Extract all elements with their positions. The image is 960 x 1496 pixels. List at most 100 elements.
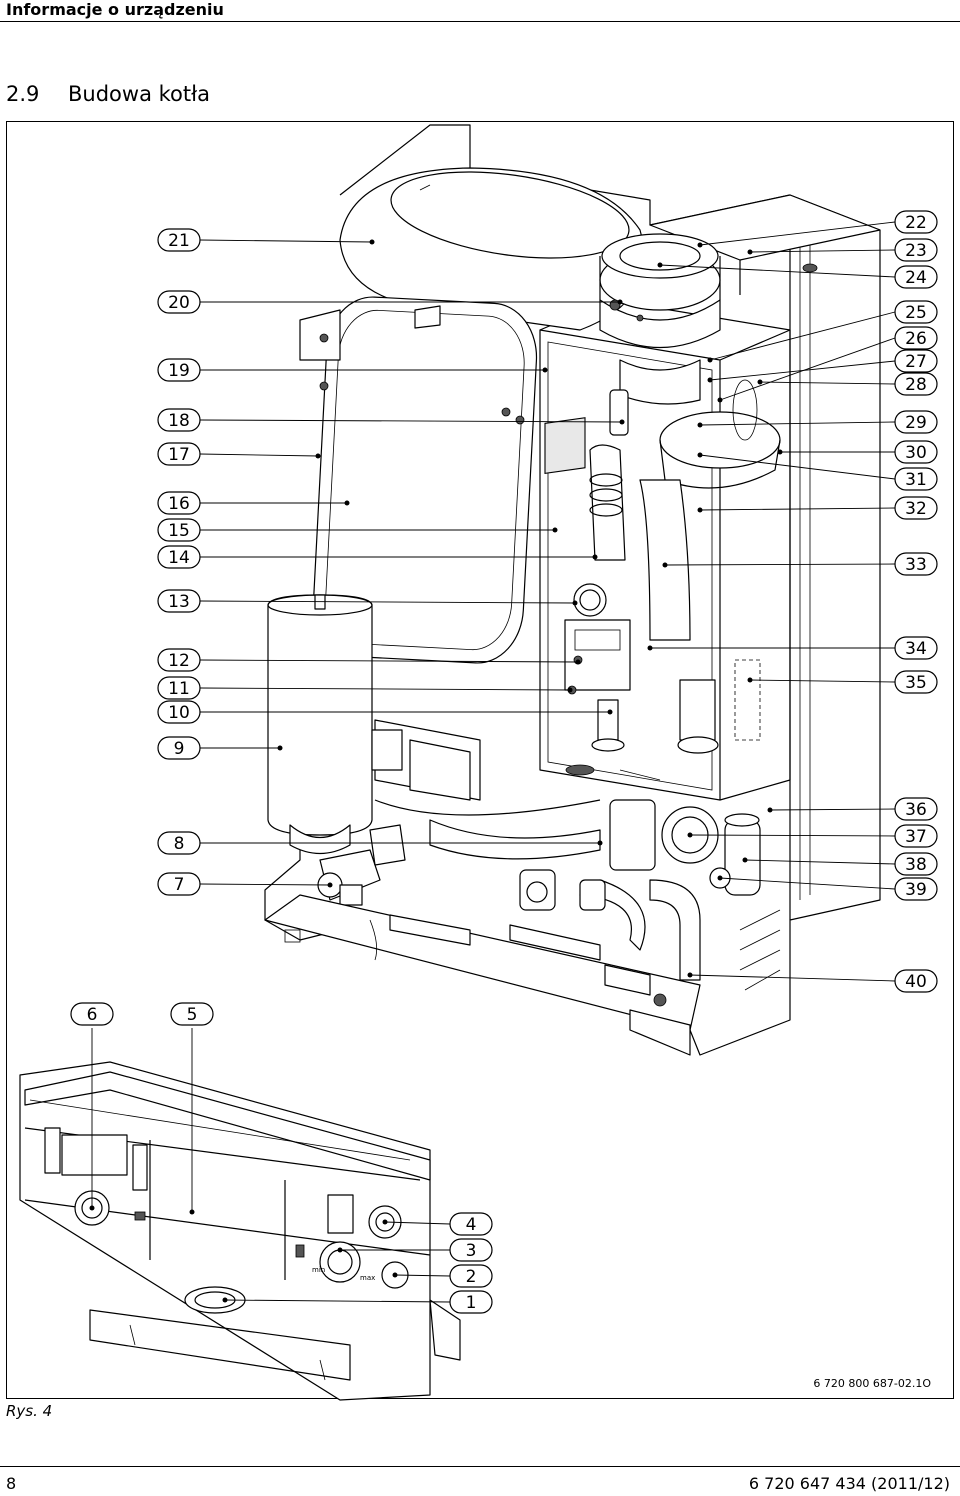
callout-number: 9 xyxy=(174,739,185,759)
callout-number: 11 xyxy=(168,679,190,699)
callout-24: 24 xyxy=(894,265,938,289)
callout-number: 34 xyxy=(905,639,927,659)
callout-11: 11 xyxy=(157,676,201,700)
callout-30: 30 xyxy=(894,440,938,464)
callout-badge xyxy=(894,636,938,660)
callout-number: 12 xyxy=(168,651,190,671)
callout-badge xyxy=(157,589,201,613)
callout-badge xyxy=(894,969,938,993)
page-number: 8 xyxy=(6,1474,17,1493)
callout-badge xyxy=(894,210,938,234)
callout-number: 33 xyxy=(905,555,927,575)
callout-badge xyxy=(157,518,201,542)
callout-badge xyxy=(157,676,201,700)
callout-2: 2 xyxy=(449,1264,493,1288)
callout-6: 6 xyxy=(70,1002,114,1026)
callout-5: 5 xyxy=(170,1002,214,1026)
callout-9: 9 xyxy=(157,736,201,760)
callout-number: 32 xyxy=(905,499,927,519)
callout-number: 3 xyxy=(466,1241,477,1261)
callout-badge xyxy=(894,670,938,694)
callout-37: 37 xyxy=(894,824,938,848)
callout-badge xyxy=(894,326,938,350)
callout-number: 39 xyxy=(905,880,927,900)
callout-badge xyxy=(894,238,938,262)
callout-7: 7 xyxy=(157,872,201,896)
callout-23: 23 xyxy=(894,238,938,262)
callout-17: 17 xyxy=(157,442,201,466)
callout-27: 27 xyxy=(894,349,938,373)
callout-number: 5 xyxy=(187,1005,198,1025)
callout-32: 32 xyxy=(894,496,938,520)
callout-number: 25 xyxy=(905,303,927,323)
document-code: 6 720 647 434 (2011/12) xyxy=(748,1474,950,1493)
callout-badge xyxy=(449,1264,493,1288)
callout-badge xyxy=(894,349,938,373)
callout-28: 28 xyxy=(894,372,938,396)
figure-code: 6 720 800 687-02.1O xyxy=(813,1377,931,1390)
footer-rule xyxy=(0,1466,960,1467)
callout-badge xyxy=(449,1290,493,1314)
callout-number: 38 xyxy=(905,855,927,875)
callout-badge xyxy=(449,1212,493,1236)
base-plate xyxy=(264,894,701,1056)
callout-number: 19 xyxy=(168,361,190,381)
callout-number: 23 xyxy=(905,241,927,261)
callout-36: 36 xyxy=(894,797,938,821)
pipework xyxy=(544,417,719,781)
control-unit xyxy=(371,719,601,816)
callout-8: 8 xyxy=(157,831,201,855)
callout-badge xyxy=(157,545,201,569)
callout-34: 34 xyxy=(894,636,938,660)
knob-max-label: max xyxy=(360,1274,375,1282)
callout-badge xyxy=(894,877,938,901)
callout-number: 18 xyxy=(168,411,190,431)
callout-number: 27 xyxy=(905,352,927,372)
callout-number: 29 xyxy=(905,413,927,433)
callout-25: 25 xyxy=(894,300,938,324)
secondary-vessel xyxy=(299,296,538,664)
callout-badge xyxy=(157,872,201,896)
callout-badge xyxy=(157,831,201,855)
callout-badge xyxy=(894,496,938,520)
callout-badge xyxy=(894,440,938,464)
callout-29: 29 xyxy=(894,410,938,434)
control-panel xyxy=(19,1061,461,1401)
callout-number: 1 xyxy=(466,1293,477,1313)
header-title: Informacje o urządzeniu xyxy=(6,0,224,19)
callout-badge xyxy=(157,736,201,760)
callout-18: 18 xyxy=(157,408,201,432)
callout-39: 39 xyxy=(894,877,938,901)
figure-frame: 6 720 800 687-02.1O xyxy=(6,121,954,1399)
callout-labels: 2223242526272829303132333435363738394021… xyxy=(70,210,938,1314)
callout-35: 35 xyxy=(894,670,938,694)
callout-badge xyxy=(157,491,201,515)
callout-16: 16 xyxy=(157,491,201,515)
callout-badge xyxy=(894,410,938,434)
callout-badge xyxy=(894,552,938,576)
callout-20: 20 xyxy=(157,290,201,314)
callout-badge xyxy=(157,700,201,724)
callout-number: 8 xyxy=(174,834,185,854)
callout-number: 2 xyxy=(466,1267,477,1287)
callout-number: 21 xyxy=(168,231,190,251)
callout-number: 6 xyxy=(87,1005,98,1025)
callout-badge xyxy=(157,358,201,382)
callout-21: 21 xyxy=(157,228,201,252)
callout-badge xyxy=(449,1238,493,1262)
callout-badge xyxy=(894,372,938,396)
callout-badge xyxy=(894,852,938,876)
callout-number: 10 xyxy=(168,703,190,723)
flue-outlet xyxy=(599,233,721,349)
callout-badge xyxy=(894,300,938,324)
heat-exchanger xyxy=(609,359,781,641)
callout-badge xyxy=(157,228,201,252)
callout-badge xyxy=(157,442,201,466)
callout-14: 14 xyxy=(157,545,201,569)
callout-number: 16 xyxy=(168,494,190,514)
callout-22: 22 xyxy=(894,210,938,234)
callout-26: 26 xyxy=(894,326,938,350)
callout-38: 38 xyxy=(894,852,938,876)
